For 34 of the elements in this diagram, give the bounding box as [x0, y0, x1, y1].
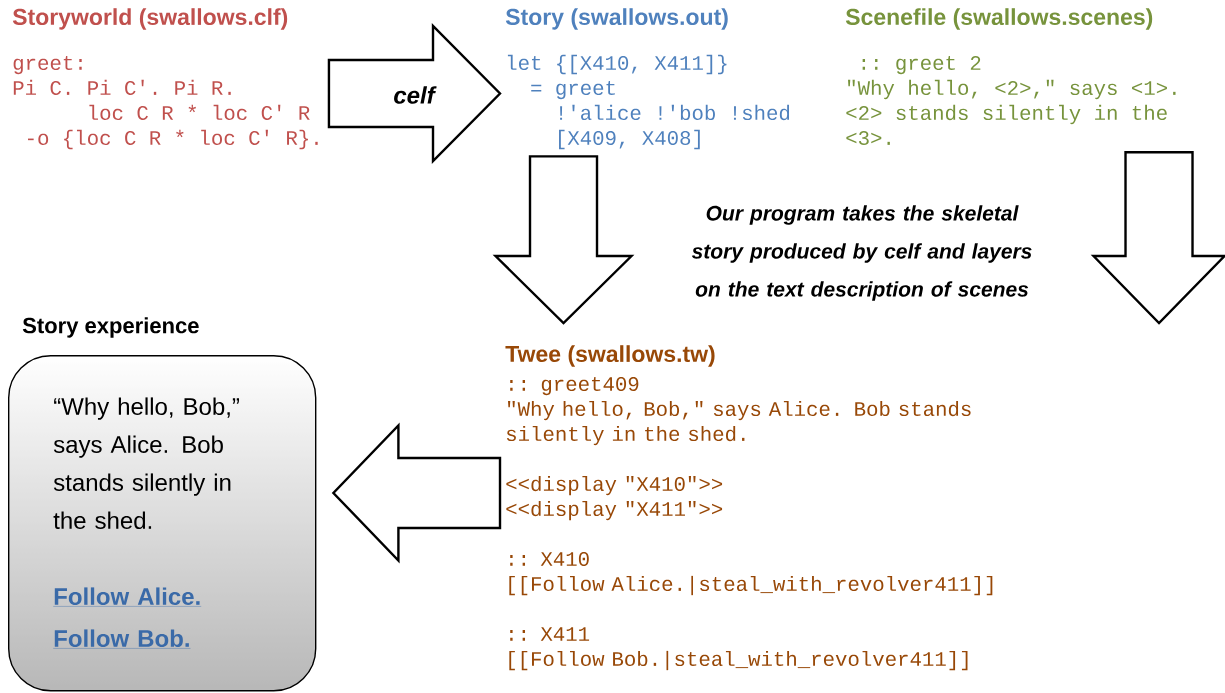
block-arrow	[1090, 151, 1225, 325]
edge-label: celf	[394, 86, 437, 104]
note-text: Our program takes the skeletal story produced by celf and layers on the text description of scenes	[691, 205, 1032, 301]
code-line: :: greet409	[510, 377, 639, 396]
code-line: let {[X410, X411]}	[507, 54, 727, 75]
code-line: -o {loc C R * loc C' R}.	[28, 129, 318, 150]
code-line: [X409, X408]	[559, 129, 700, 150]
card-heading: Story experience	[22, 317, 199, 338]
code-line: :: X410	[510, 552, 589, 567]
block-arrow	[331, 422, 502, 564]
code-line: loc C R * loc C' R	[89, 104, 310, 121]
file-heading: Twee (swallows.tw)	[505, 345, 715, 367]
code-line: greet:	[13, 56, 82, 75]
code-line: <<display "X411">>	[506, 500, 723, 521]
code-line: [[Follow Alice.|steal_with_revolver411]]	[509, 575, 993, 596]
code-line: [[Follow Bob.|steal_with_revolver411]]	[509, 650, 968, 671]
code-line: <2> stands silently in the	[846, 104, 1167, 125]
code-line: :: greet 2	[862, 56, 981, 75]
file-heading: Scenefile (swallows.scenes)	[845, 8, 1153, 30]
code-line: Pi C. Pi C'. Pi R.	[13, 79, 231, 96]
passage-text: “Why hello, Bob,” says Alice. Bob stands silently in the shed.	[53, 397, 239, 529]
code-line: <<display "X410">>	[506, 475, 723, 496]
code-line: = greet	[531, 81, 615, 100]
code-line: <3>.	[846, 131, 890, 146]
file-heading: Storyworld (swallows.clf)	[12, 8, 288, 30]
code-line: :: X411	[510, 627, 590, 641]
link: Follow Alice.	[53, 587, 202, 607]
code-line: "Why hello, <2>," says <1>.	[848, 79, 1176, 100]
block-arrow	[492, 155, 635, 325]
block-arrow	[327, 23, 502, 164]
file-heading: Story (swallows.out)	[505, 8, 728, 30]
code-line: "Why hello, Bob," says Alice. Bob stands silently in the shed.	[506, 400, 971, 446]
link: Follow Bob.	[53, 629, 191, 649]
code-line: !'alice !'bob !shed	[560, 104, 790, 121]
